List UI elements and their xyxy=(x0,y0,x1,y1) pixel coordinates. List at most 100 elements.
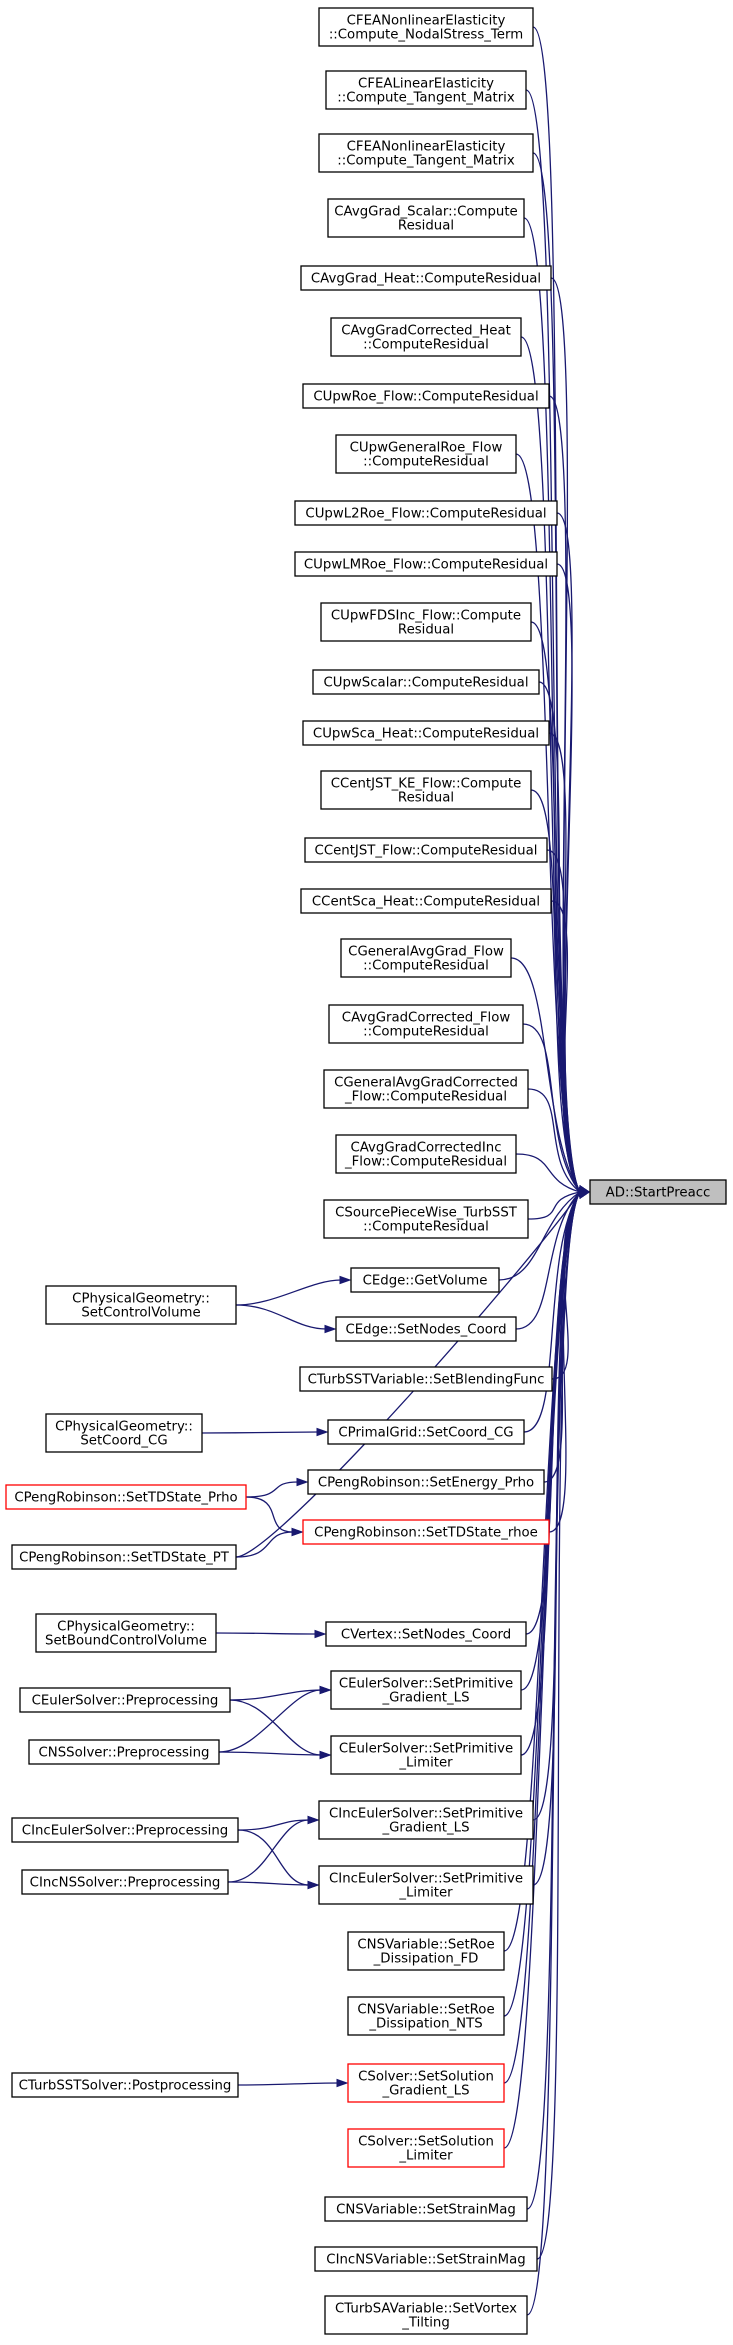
node-box xyxy=(327,198,525,238)
node-label-line: CAvgGrad_Scalar::Compute xyxy=(334,205,518,220)
node-box xyxy=(314,2246,538,2272)
node-ns-preprocessing[interactable]: CNSSolver::Preprocessing xyxy=(28,1739,220,1765)
node-peng-settdstate-rhoe[interactable]: CPengRobinson::SetTDState_rhoe xyxy=(302,1519,550,1545)
node-label-line: CFEANonlinearElasticity xyxy=(347,14,506,29)
node-edge-setnodescoord[interactable]: CEdge::SetNodes_Coord xyxy=(335,1316,517,1342)
node-peng-settdstate-pt[interactable]: CPengRobinson::SetTDState_PT xyxy=(11,1544,237,1570)
node-box xyxy=(318,133,534,173)
node-turbsa-setvortextilting[interactable]: CTurbSAVariable::SetVortex_Tilting xyxy=(324,2295,528,2335)
node-centjst-ke-flow[interactable]: CCentJST_KE_Flow::ComputeResidual xyxy=(320,770,532,810)
edge-arrowhead xyxy=(339,1275,352,1285)
node-upwfdsinc-flow[interactable]: CUpwFDSInc_Flow::ComputeResidual xyxy=(320,602,532,642)
node-incns-preprocessing[interactable]: CIncNSSolver::Preprocessing xyxy=(21,1869,229,1895)
node-label-line: CFEANonlinearElasticity xyxy=(347,140,506,155)
node-label-line: ::ComputeResidual xyxy=(363,1220,489,1235)
node-nsvar-setroe-fd[interactable]: CNSVariable::SetRoe_Dissipation_FD xyxy=(347,1931,505,1971)
node-label-line: CUpwRoe_Flow::ComputeResidual xyxy=(313,390,538,405)
edge-line xyxy=(527,1088,581,1193)
node-peng-settdstate-prho[interactable]: CPengRobinson::SetTDState_Prho xyxy=(5,1484,247,1510)
node-solver-setsol-grad-ls[interactable]: CSolver::SetSolution_Gradient_LS xyxy=(347,2063,505,2103)
node-vertex-setnodescoord[interactable]: CVertex::SetNodes_Coord xyxy=(325,1621,527,1647)
node-physgeo-setcoordcg[interactable]: CPhysicalGeometry::SetCoord_CG xyxy=(45,1413,203,1453)
node-incnsvar-setstrainmag[interactable]: CIncNSVariable::SetStrainMag xyxy=(314,2246,538,2272)
node-euler-preprocessing[interactable]: CEulerSolver::Preprocessing xyxy=(19,1687,231,1713)
edge-ns-preprocessing-to-euler-setprim-limiter xyxy=(218,1750,332,1760)
node-box xyxy=(347,2063,505,2103)
node-upwsca-heat[interactable]: CUpwSca_Heat::ComputeResidual xyxy=(302,720,550,746)
node-fea-nodal[interactable]: CFEANonlinearElasticity::Compute_NodalSt… xyxy=(318,7,534,47)
node-avggradcorrinc-flow[interactable]: CAvgGradCorrectedInc_Flow::ComputeResidu… xyxy=(335,1134,517,1174)
node-label-line: Residual xyxy=(398,623,454,638)
node-box xyxy=(340,938,512,978)
node-euler-setprim-grad-ls[interactable]: CEulerSolver::SetPrimitive_Gradient_LS xyxy=(330,1670,522,1710)
node-solver-setsol-limiter[interactable]: CSolver::SetSolution_Limiter xyxy=(347,2128,505,2168)
node-inceuler-preprocessing[interactable]: CIncEulerSolver::Preprocessing xyxy=(11,1817,239,1843)
node-inceuler-setprim-grad-ls[interactable]: CIncEulerSolver::SetPrimitive_Gradient_L… xyxy=(318,1800,534,1840)
node-inceuler-setprim-limiter[interactable]: CIncEulerSolver::SetPrimitive_Limiter xyxy=(318,1865,534,1905)
edge-euler-preprocessing-to-euler-setprim-limiter xyxy=(229,1699,332,1760)
node-label-line: CEdge::GetVolume xyxy=(363,1274,488,1289)
node-peng-setenergy-prho[interactable]: CPengRobinson::SetEnergy_Prho xyxy=(307,1469,545,1495)
node-upwscalar[interactable]: CUpwScalar::ComputeResidual xyxy=(312,669,540,695)
edge-line xyxy=(201,1431,319,1434)
node-fea-lin-tan[interactable]: CFEALinearElasticity::Compute_Tangent_Ma… xyxy=(325,70,527,110)
node-centjst-flow[interactable]: CCentJST_Flow::ComputeResidual xyxy=(304,837,548,863)
edge-arrowhead xyxy=(319,1750,332,1760)
node-turbsst-postprocessing[interactable]: CTurbSSTSolver::Postprocessing xyxy=(11,2072,239,2098)
edge-line xyxy=(536,1191,581,2260)
node-label-line: SetBoundControlVolume xyxy=(45,1634,207,1649)
edge-physgeo-setcoordcg-to-primalgrid-setcoordcg xyxy=(201,1427,329,1437)
node-label-line: CNSVariable::SetStrainMag xyxy=(336,2203,516,2218)
edge-line xyxy=(227,1819,310,1883)
node-nsvar-setstrainmag[interactable]: CNSVariable::SetStrainMag xyxy=(324,2196,528,2222)
node-avggradcorr-flow[interactable]: CAvgGradCorrected_Flow::ComputeResidual xyxy=(328,1004,524,1044)
node-euler-setprim-limiter[interactable]: CEulerSolver::SetPrimitive_Limiter xyxy=(330,1735,522,1775)
node-avggradcorr-heat[interactable]: CAvgGradCorrected_Heat::ComputeResidual xyxy=(330,317,522,357)
node-physgeo-setcontrolvolume[interactable]: CPhysicalGeometry::SetControlVolume xyxy=(45,1285,237,1325)
node-label-line: CCentSca_Heat::ComputeResidual xyxy=(312,895,540,910)
node-genavggrad-flow[interactable]: CGeneralAvgGrad_Flow::ComputeResidual xyxy=(340,938,512,978)
node-label-line: ::ComputeResidual xyxy=(363,1025,489,1040)
edge-line xyxy=(245,1496,294,1533)
edge-turbsa-setvortextilting-to-target xyxy=(526,1190,591,2316)
node-label-line: _Limiter xyxy=(398,1756,453,1771)
edge-line xyxy=(229,1689,322,1701)
node-primalgrid-setcoordcg[interactable]: CPrimalGrid::SetCoord_CG xyxy=(327,1419,525,1445)
node-upwgenroe-flow[interactable]: CUpwGeneralRoe_Flow::ComputeResidual xyxy=(335,434,517,474)
node-genavggradcorr-flow[interactable]: CGeneralAvgGradCorrected_Flow::ComputeRe… xyxy=(323,1069,529,1109)
node-edge-getvolume[interactable]: CEdge::GetVolume xyxy=(350,1267,500,1293)
node-box xyxy=(347,2128,505,2168)
node-label-line: _Limiter xyxy=(398,1886,453,1901)
edge-turbsst-postprocessing-to-solver-setsol-grad-ls xyxy=(237,2078,349,2088)
node-turbsst-setblending[interactable]: CTurbSSTVariable::SetBlendingFunc xyxy=(299,1366,553,1392)
node-box xyxy=(312,669,540,695)
node-upwl2roe-flow[interactable]: CUpwL2Roe_Flow::ComputeResidual xyxy=(294,500,558,526)
node-avggrad-scalar[interactable]: CAvgGrad_Scalar::ComputeResidual xyxy=(327,198,525,238)
node-box xyxy=(330,1670,522,1710)
node-upwlmroe-flow[interactable]: CUpwLMRoe_Flow::ComputeResidual xyxy=(294,551,558,577)
node-box xyxy=(325,70,527,110)
node-label-line: _Dissipation_NTS xyxy=(368,2017,482,2032)
node-avggrad-heat[interactable]: CAvgGrad_Heat::ComputeResidual xyxy=(300,265,552,291)
node-box xyxy=(347,1996,505,2036)
node-fea-nonlin-tan[interactable]: CFEANonlinearElasticity::Compute_Tangent… xyxy=(318,133,534,173)
node-label-line: CCentJST_Flow::ComputeResidual xyxy=(315,844,538,859)
node-centsca-heat[interactable]: CCentSca_Heat::ComputeResidual xyxy=(300,888,552,914)
node-label-line: _Dissipation_FD xyxy=(373,1952,479,1967)
target-node[interactable]: AD::StartPreacc xyxy=(589,1179,727,1205)
node-box xyxy=(21,1869,229,1895)
node-nsvar-setroe-nts[interactable]: CNSVariable::SetRoe_Dissipation_NTS xyxy=(347,1996,505,2036)
node-label-line: CFEALinearElasticity xyxy=(358,77,494,92)
node-label-line: CIncEulerSolver::Preprocessing xyxy=(22,1824,228,1839)
node-box xyxy=(589,1179,727,1205)
edge-line xyxy=(556,563,581,1193)
node-label-line: CEulerSolver::SetPrimitive xyxy=(339,1677,513,1692)
node-label-line: SetCoord_CG xyxy=(80,1434,167,1449)
node-physgeo-setboundcv[interactable]: CPhysicalGeometry::SetBoundControlVolume xyxy=(35,1613,217,1653)
node-upwroe-flow[interactable]: CUpwRoe_Flow::ComputeResidual xyxy=(302,383,550,409)
node-box xyxy=(300,888,552,914)
node-box xyxy=(330,1735,522,1775)
edge-line xyxy=(527,1191,581,1220)
edges-layer xyxy=(201,26,591,2316)
node-sourcepw-sst[interactable]: CSourcePieceWise_TurbSST::ComputeResidua… xyxy=(323,1199,529,1239)
